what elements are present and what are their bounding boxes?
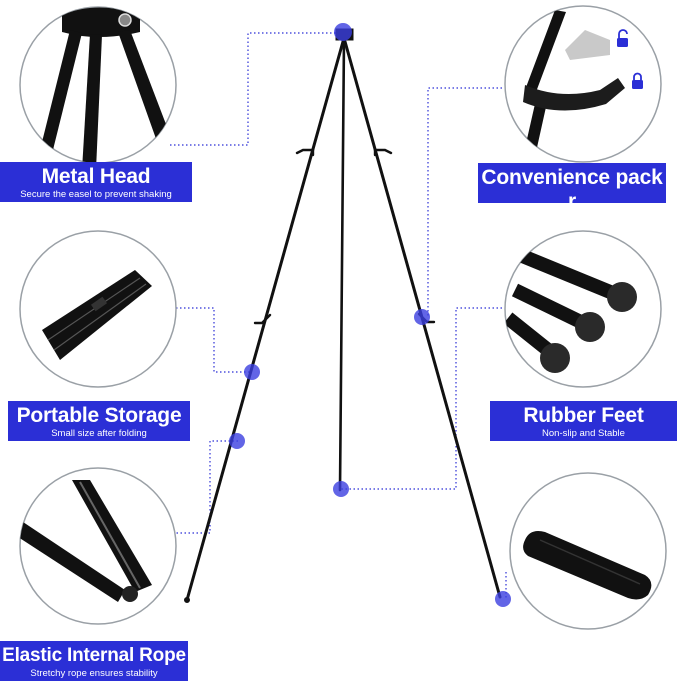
- feature-subtitle: Non-slip and Stable: [542, 428, 625, 439]
- leader-lines: [170, 32, 510, 598]
- metal-head-photo: [19, 6, 177, 164]
- feature-title: Rubber Feet: [523, 404, 644, 427]
- marker-dots: [229, 23, 511, 607]
- feature-subtitle: Secure the easel to prevent shaking: [20, 189, 172, 200]
- feature-title: Convenience pack​r: [481, 166, 663, 213]
- rubber-feet-photo: [504, 230, 662, 388]
- easel: [184, 28, 502, 603]
- lock-icon: [632, 72, 643, 89]
- marker-head: [334, 23, 352, 41]
- banner-metal-head: Metal Head Secure the easel to prevent s…: [0, 162, 192, 202]
- banner-portable-storage: Portable Storage Small size after foldin…: [8, 401, 190, 441]
- marker-storage: [244, 364, 260, 380]
- marker-clip: [414, 309, 430, 325]
- unlock-icon: [617, 29, 628, 47]
- marker-bag: [495, 591, 511, 607]
- marker-rope: [229, 433, 245, 449]
- marker-feet: [333, 481, 349, 497]
- feature-title: Metal Head: [41, 165, 151, 188]
- folded-easel-photo: [19, 230, 177, 388]
- clip-lock-photo: [504, 5, 662, 163]
- banner-rubber-feet: Rubber Feet Non-slip and Stable: [490, 401, 677, 441]
- elastic-rope-photo: [19, 467, 177, 625]
- banner-elastic-rope: Elastic Internal Rope Stretchy rope ensu…: [0, 641, 188, 681]
- feature-title: Elastic Internal Rope: [2, 645, 186, 666]
- feature-subtitle: Stretchy rope ensures stability: [30, 668, 158, 679]
- carry-bag-photo: [509, 472, 667, 630]
- feature-subtitle: Small size after folding: [51, 428, 147, 439]
- feature-title: Portable Storage: [16, 404, 182, 427]
- feature-subtitle: Portable and lightweight: [521, 214, 623, 225]
- banner-convenience-pack: Convenience pack​r Portable and lightwei…: [478, 163, 666, 225]
